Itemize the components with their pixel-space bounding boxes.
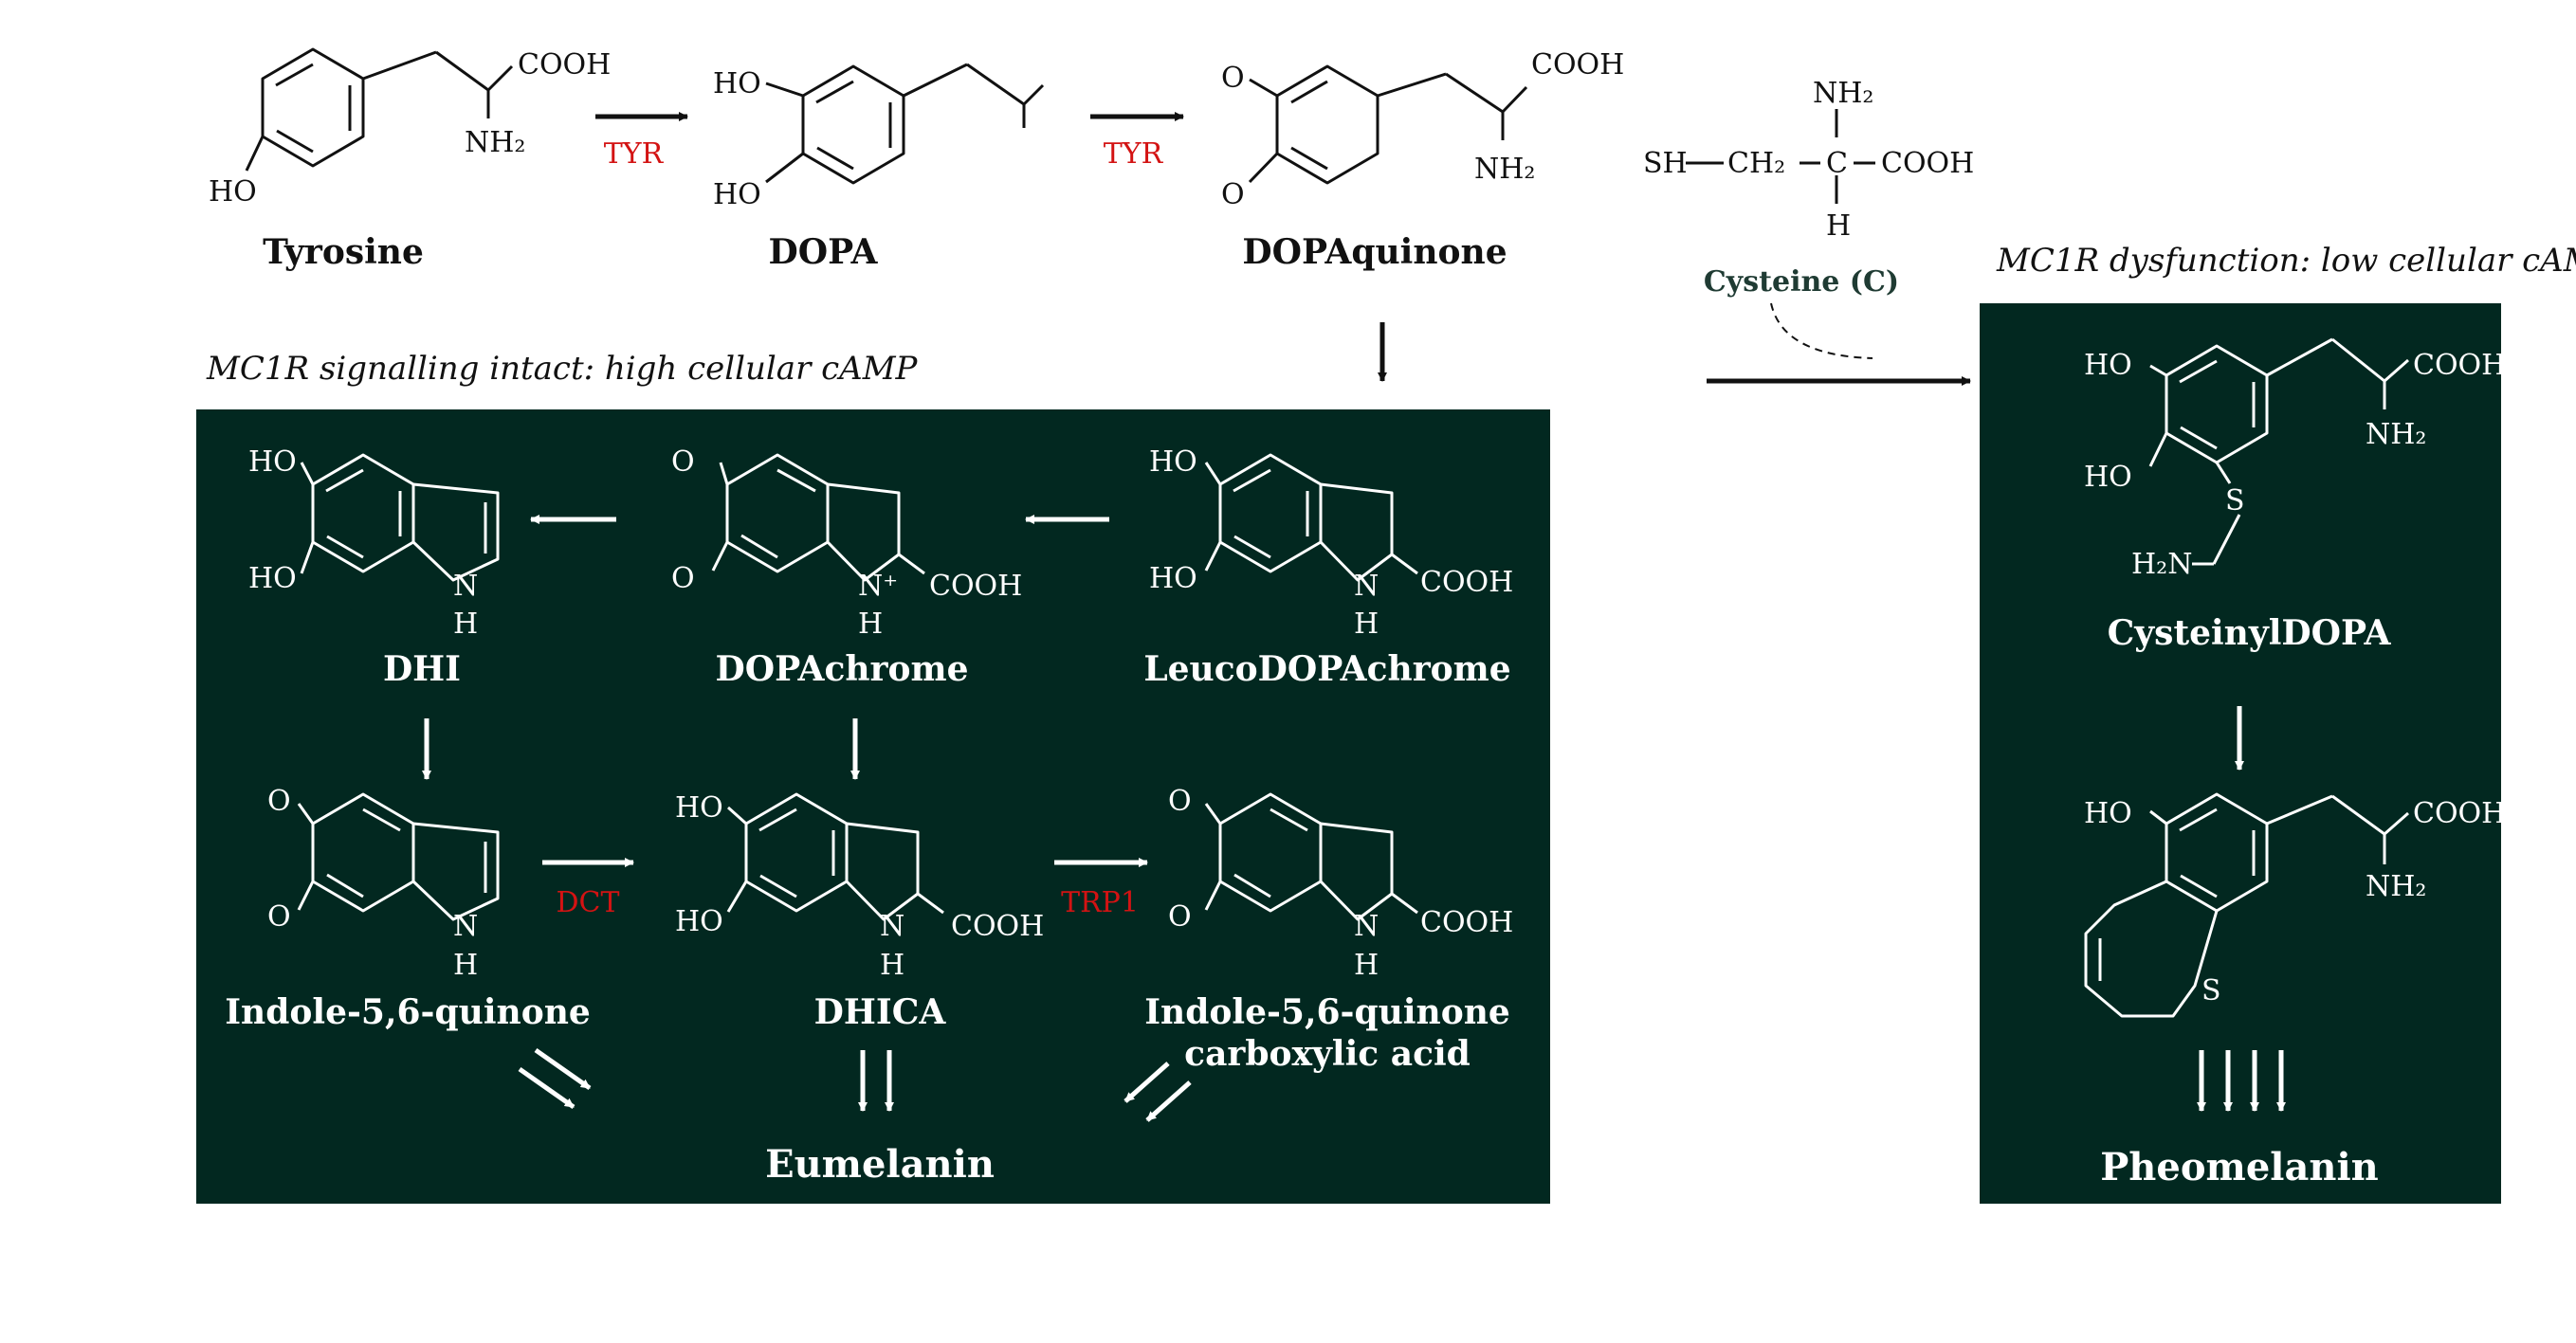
leucodopachrome-name: LeucoDOPAchrome — [1143, 649, 1510, 689]
enzyme-dct: DCT — [556, 886, 619, 919]
dopachrome-o-top: O — [671, 445, 695, 479]
leucodopachrome-structure — [1204, 453, 1418, 582]
cysteine-sh: SH — [1643, 147, 1688, 180]
cysdopa-s: S — [2225, 484, 2245, 517]
dhi-ho-top: HO — [248, 445, 297, 479]
dhi-name: DHI — [383, 649, 461, 689]
cysteine-name: Cysteine (C) — [1704, 265, 1899, 299]
dopachrome-name: DOPAchrome — [715, 649, 968, 689]
inter-ho: HO — [2084, 797, 2132, 830]
pheomelanin-name: Pheomelanin — [2100, 1145, 2379, 1189]
dhica-ho-top: HO — [675, 791, 723, 825]
indole-quinone-o-top: O — [267, 785, 291, 818]
cysdopa-ho-top: HO — [2084, 349, 2132, 382]
indole-quinone-acid-structure — [1204, 792, 1418, 921]
eumelanin-name: Eumelanin — [765, 1142, 995, 1187]
enzyme-tyr-1: TYR — [604, 137, 665, 171]
arrows-to-eumelanin — [518, 1047, 1192, 1122]
dopa-structure — [765, 63, 1045, 185]
arrows-to-pheomelanin — [2197, 1050, 2286, 1112]
dhica-cooh: COOH — [951, 910, 1044, 943]
dhi-ho-bottom: HO — [248, 562, 297, 595]
inter-s: S — [2201, 974, 2221, 1007]
leuco-ho-bottom: HO — [1149, 562, 1197, 595]
dopachrome-cooh: COOH — [929, 570, 1022, 603]
cysteine-ch2: CH₂ — [1727, 147, 1785, 180]
cysteine-c: C — [1826, 147, 1848, 180]
indole-quinone-name: Indole-5,6-quinone — [225, 992, 591, 1032]
indole-acid-h: H — [1354, 949, 1379, 982]
cysdopa-h2n: H₂N — [2131, 548, 2192, 581]
cysteine-dashed-connector — [1770, 302, 1873, 359]
indole-acid-o-top: O — [1168, 785, 1192, 818]
condition-intact: MC1R signalling intact: high cellular cA… — [206, 350, 919, 388]
dopaquinone-structure — [1248, 64, 1528, 185]
tyrosine-ho: HO — [209, 175, 257, 209]
cysteine-structure — [1686, 109, 1875, 204]
pheomelanin-intermediate-structure — [2084, 792, 2409, 1018]
dhica-name: DHICA — [814, 992, 947, 1032]
indole-acid-cooh: COOH — [1420, 906, 1513, 939]
cysteinyldopa-structure — [2148, 337, 2409, 566]
leuco-n: N — [1354, 570, 1379, 603]
dopa-name: DOPA — [769, 232, 879, 272]
tyrosine-cooh: COOH — [518, 48, 611, 82]
indole-quinone-o-bottom: O — [267, 900, 291, 934]
condition-dysfunction: MC1R dysfunction: low cellular cAMP — [1996, 242, 2576, 280]
dopaquinone-cooh: COOH — [1531, 48, 1624, 82]
cysteine-nh2: NH₂ — [1813, 77, 1873, 110]
cysteine-cooh: COOH — [1881, 147, 1974, 180]
dhica-ho-bottom: HO — [675, 905, 723, 938]
dopa-ho-top: HO — [713, 67, 761, 100]
inter-nh2: NH₂ — [2366, 870, 2426, 903]
dopachrome-structure — [711, 453, 925, 582]
tyrosine-name: Tyrosine — [263, 232, 424, 272]
eumelanin-panel — [196, 409, 1550, 1204]
enzyme-tyr-2: TYR — [1104, 137, 1164, 171]
dhi-n: N — [453, 570, 478, 603]
dopaquinone-o-bottom: O — [1221, 178, 1245, 211]
dhi-h: H — [453, 608, 478, 641]
dopachrome-o-bottom: O — [671, 562, 695, 595]
indole-quinone-n: N — [453, 910, 478, 943]
leuco-cooh: COOH — [1420, 566, 1513, 599]
enzyme-trp1: TRP1 — [1061, 886, 1139, 919]
inter-cooh: COOH — [2413, 797, 2506, 830]
dopaquinone-nh2: NH₂ — [1474, 153, 1535, 186]
indole-quinone-structure — [297, 792, 500, 921]
indole-acid-name-line1: Indole-5,6-quinone — [1144, 992, 1510, 1032]
dopachrome-nplus: N⁺ — [858, 570, 898, 603]
leuco-h: H — [1354, 608, 1379, 641]
dopa-ho-bottom: HO — [713, 178, 761, 211]
cysdopa-cooh: COOH — [2413, 349, 2506, 382]
leuco-ho-top: HO — [1149, 445, 1197, 479]
dhica-structure — [726, 792, 944, 921]
dhi-structure — [300, 453, 500, 582]
indole-acid-o-bottom: O — [1168, 900, 1192, 934]
tyrosine-structure — [245, 47, 514, 172]
tyrosine-nh2: NH₂ — [465, 126, 525, 159]
dopaquinone-name: DOPAquinone — [1242, 232, 1507, 272]
dhica-n: N — [880, 910, 904, 943]
indole-acid-n: N — [1354, 910, 1379, 943]
dopaquinone-o-top: O — [1221, 62, 1245, 95]
dopachrome-h: H — [858, 608, 883, 641]
cysdopa-nh2: NH₂ — [2366, 418, 2426, 451]
cysteinyldopa-name: CysteinylDOPA — [2108, 613, 2392, 653]
dhica-h: H — [880, 949, 904, 982]
cysteine-h: H — [1826, 209, 1851, 243]
indole-quinone-h: H — [453, 949, 478, 982]
indole-acid-name-line2: carboxylic acid — [1184, 1034, 1471, 1074]
cysdopa-ho-bottom: HO — [2084, 461, 2132, 494]
